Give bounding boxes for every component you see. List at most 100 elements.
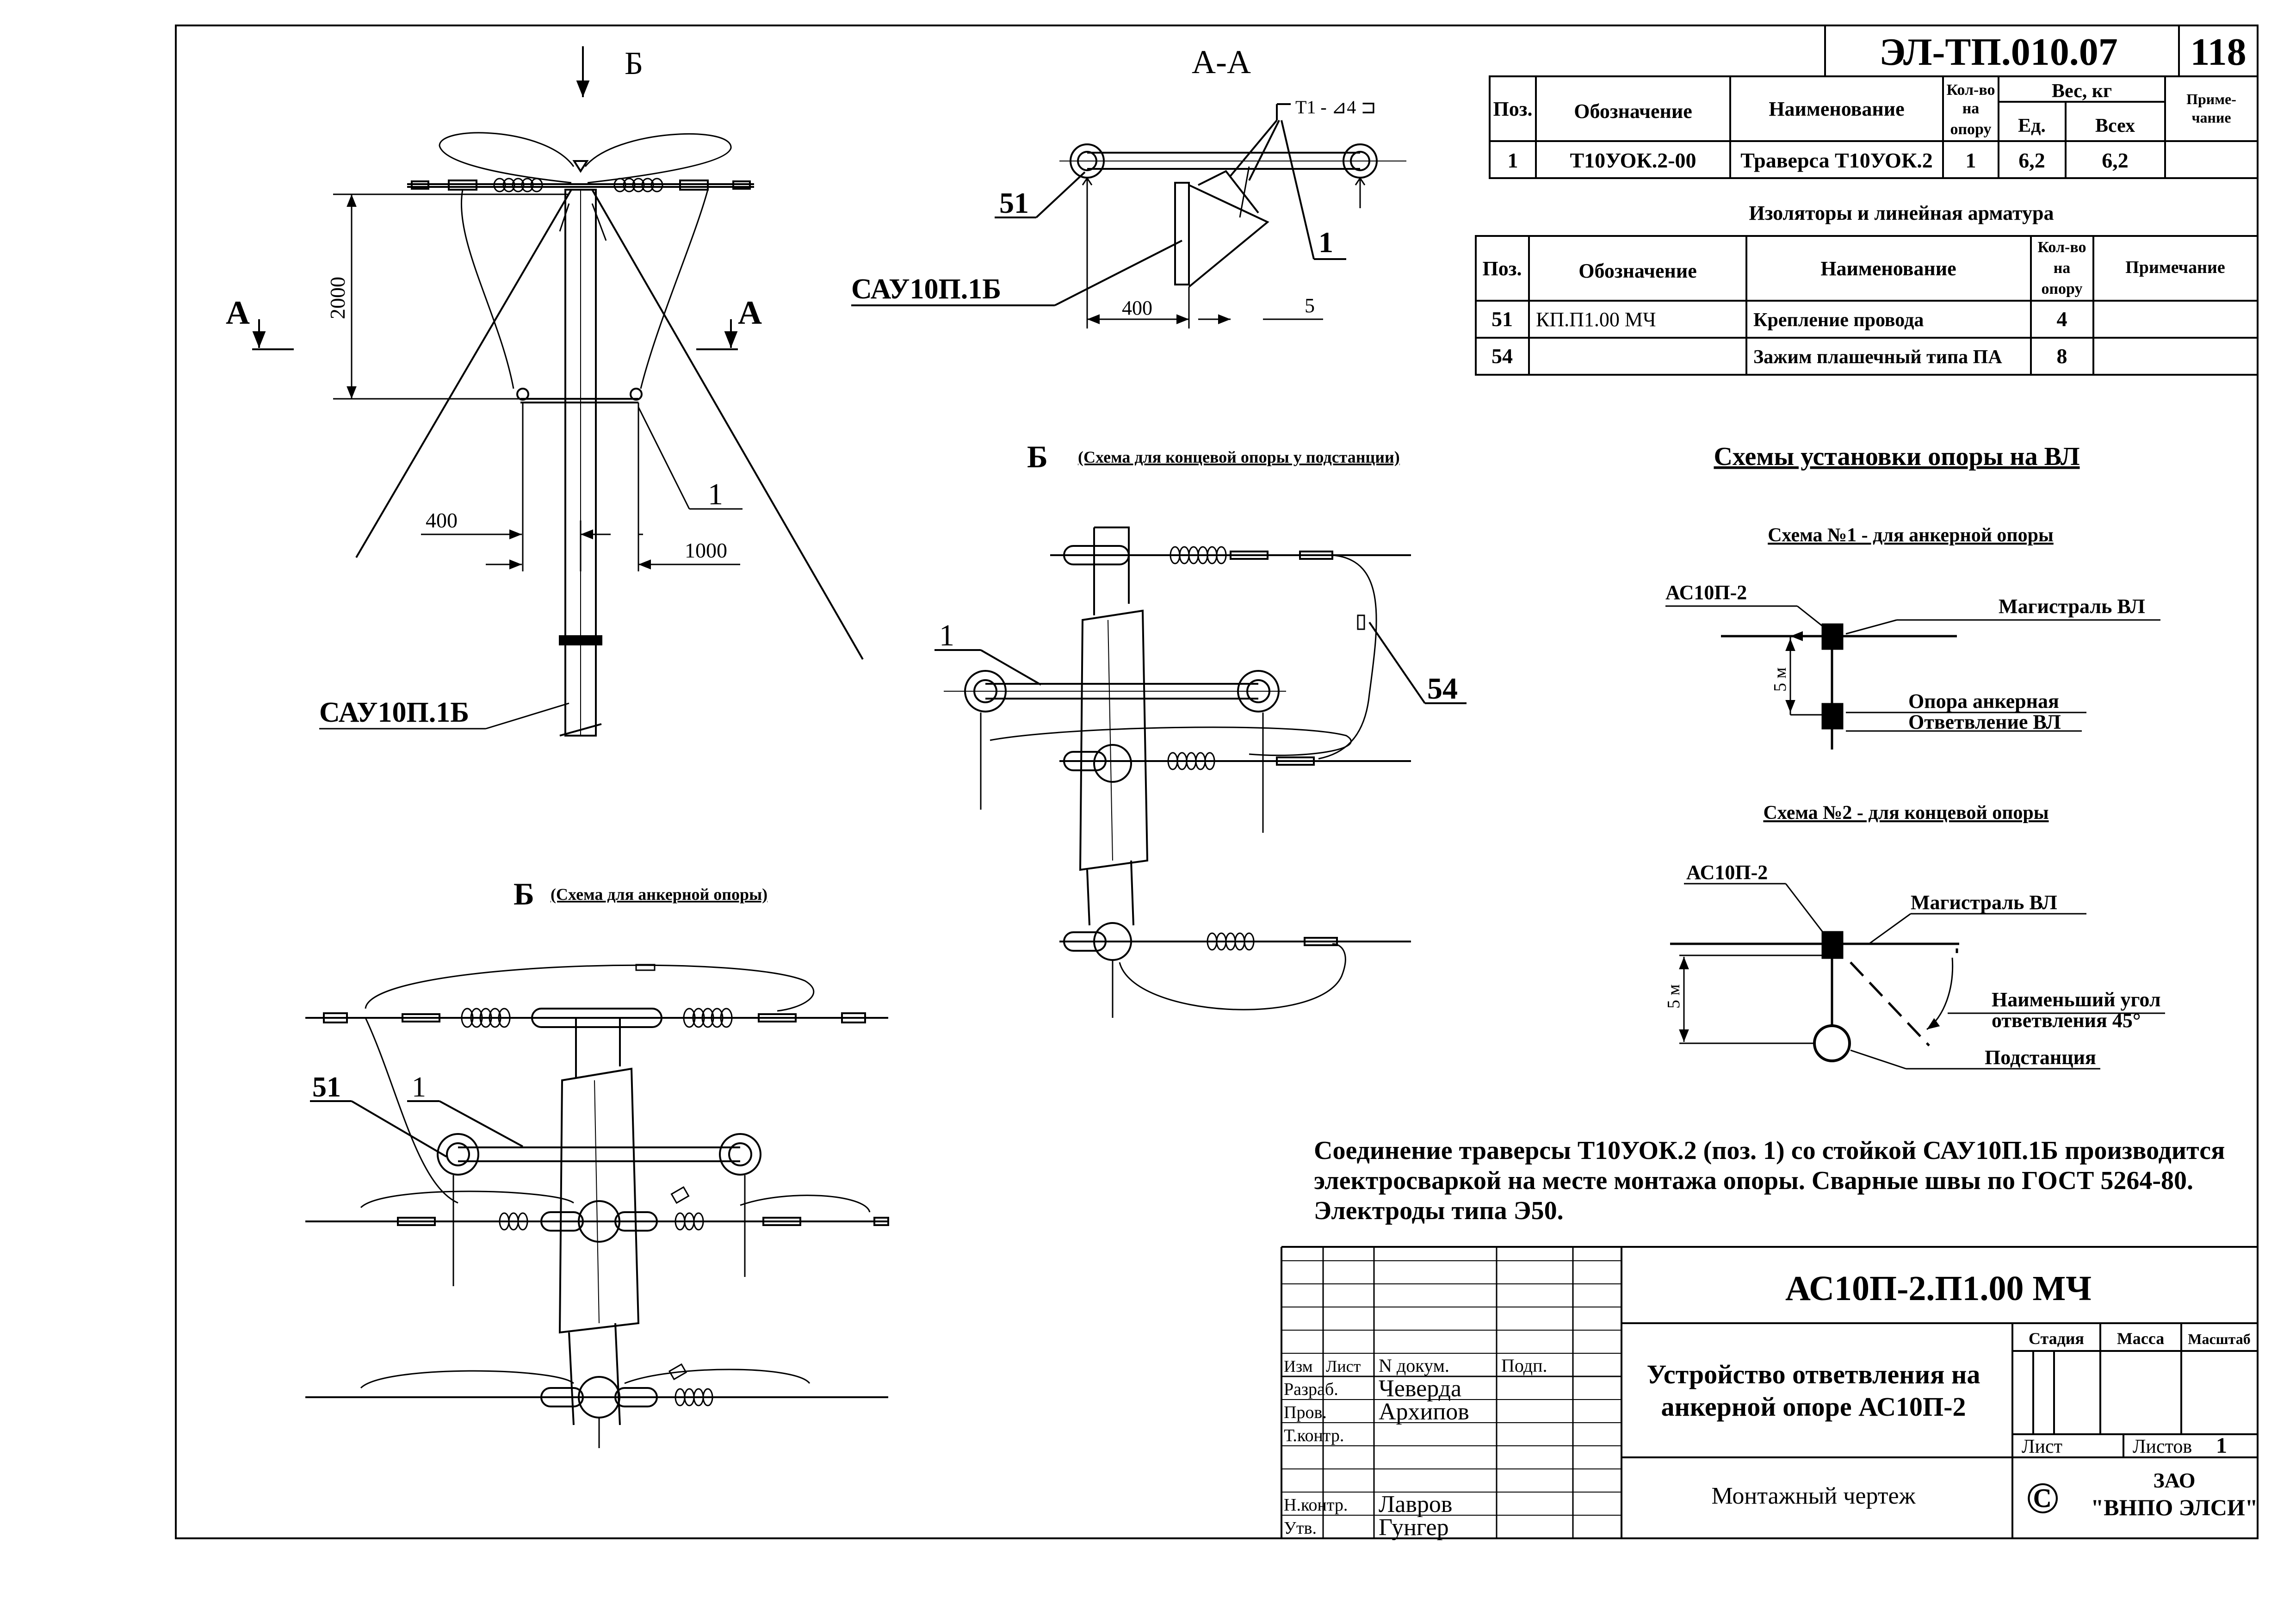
spec-header-name: Наименование — [1769, 98, 1904, 120]
ins-header-note: Примечание — [2125, 258, 2225, 277]
title-sheet-label: Лист — [2022, 1436, 2062, 1457]
note-line-1: Соединение траверсы Т10УОК.2 (поз. 1) со… — [1314, 1136, 2225, 1165]
view-b-end-pole — [934, 527, 1467, 1018]
title-block — [1281, 1246, 2258, 1538]
ins-header-qty-3: опору — [2041, 280, 2082, 297]
tb-name-prov: Архипов — [1379, 1399, 1469, 1425]
company-line-1: ЗАО — [2154, 1468, 2196, 1492]
tb-role-prov: Пров. — [1284, 1403, 1327, 1422]
main-section-a-left-label: А — [226, 294, 250, 331]
stamp-code: ЭЛ-ТП.010.07 — [1879, 31, 2118, 74]
section-aa-callout-1: 1 — [1318, 226, 1333, 259]
title-scale-label: Масштаб — [2188, 1331, 2251, 1347]
tb-role-utv: Утв. — [1284, 1518, 1317, 1538]
company-line-2: "ВНПО ЭЛСИ" — [2091, 1494, 2258, 1520]
scheme1-diagram — [1665, 605, 2160, 750]
ins-row-51-name: Крепление провода — [1753, 310, 1924, 331]
spec-header-qty-1: Кол-во — [1946, 81, 1995, 99]
main-section-a-right-label: А — [738, 294, 762, 331]
spec-header-weight: Вес, кг — [2052, 81, 2112, 102]
spec-table: Поз. Обозначение Наименование Кол-во на … — [1489, 75, 2259, 179]
scheme1-label-main: Магистраль ВЛ — [1999, 595, 2145, 618]
scheme2-label-angle-2: ответвления 45° — [1992, 1009, 2141, 1032]
stamp-sheet-number: 118 — [2190, 31, 2246, 74]
tb-role-tkontr: Т.контр. — [1284, 1426, 1344, 1445]
main-dim-400: 400 — [426, 508, 458, 532]
spec-row-qty: 1 — [1966, 149, 1976, 172]
title-sheets-label: Листов — [2133, 1436, 2192, 1457]
spec-header-note-1: Приме- — [2186, 91, 2236, 107]
ins-row-54-qty: 8 — [2057, 344, 2067, 368]
spec-row-name: Траверса Т10УОК.2 — [1740, 149, 1933, 172]
ins-row-54-name: Зажим плашечный типа ПА — [1753, 347, 2002, 368]
tb-name-razrab: Чеверда — [1379, 1375, 1461, 1402]
scheme1-label-branch: Ответвление ВЛ — [1908, 711, 2061, 733]
ins-row-51-qty: 4 — [2057, 307, 2067, 331]
section-aa-view — [851, 103, 1406, 328]
section-aa-dim-5: 5 — [1305, 294, 1315, 317]
assembly-note: Соединение траверсы Т10УОК.2 (поз. 1) со… — [1314, 1136, 2225, 1225]
spec-row-designation: Т10УОК.2-00 — [1570, 149, 1696, 172]
scheme2-label-angle-1: Наименьший угол — [1992, 988, 2161, 1011]
scheme1-title: Схема №1 - для анкерной опоры — [1768, 525, 2054, 546]
tb-col-podp: Подп. — [1501, 1355, 1547, 1376]
spec-header-weight-total: Всех — [2095, 115, 2135, 136]
main-pole-view — [252, 46, 864, 737]
tb-col-izm: Изм — [1284, 1357, 1313, 1375]
ins-header-qty-1: Кол-во — [2037, 239, 2086, 256]
section-aa-callout-51: 51 — [999, 186, 1029, 219]
tb-col-list: Лист — [1326, 1357, 1361, 1375]
substation-circle — [1813, 1024, 1851, 1062]
main-dim-1000: 1000 — [685, 539, 727, 562]
main-dim-2000: 2000 — [326, 277, 349, 319]
title-doc-type: Монтажный чертеж — [1711, 1483, 1916, 1509]
title-stage-label: Стадия — [2029, 1329, 2084, 1348]
spec-row-total-weight: 6,2 — [2102, 149, 2129, 172]
view-b-anchor-callout-51: 51 — [312, 1072, 341, 1103]
title-sheets-count: 1 — [2216, 1433, 2227, 1458]
tb-name-utv: Гунгер — [1379, 1514, 1449, 1541]
section-aa-title: А-А — [1192, 43, 1251, 81]
main-callout-1: 1 — [708, 477, 723, 511]
spec-header-qty-2: на — [1962, 100, 1980, 117]
view-b-end-letter: Б — [1027, 439, 1048, 474]
title-mass-label: Масса — [2117, 1329, 2164, 1348]
scheme2-label-pole: АС10П-2 — [1686, 861, 1768, 884]
sheet-frame — [175, 25, 2259, 1539]
tb-col-ndoc: N докум. — [1379, 1355, 1449, 1376]
view-b-anchor-letter: Б — [514, 876, 534, 911]
ins-row-51-pos: 51 — [1491, 307, 1513, 331]
section-aa-weld: T1 - ⊿4 ⊐ — [1295, 97, 1376, 118]
scheme1-label-anchor: Опора анкерная — [1908, 690, 2059, 712]
spec-header-pos: Поз. — [1493, 98, 1533, 120]
section-aa-dim-400: 400 — [1122, 297, 1152, 319]
tb-name-nkontr: Лавров — [1379, 1491, 1452, 1518]
scheme1-label-dist: 5 м — [1770, 667, 1790, 692]
scheme2-diagram — [1670, 883, 2165, 1070]
title-line-1: Устройство ответвления на — [1647, 1359, 1980, 1389]
tb-role-razrab: Разраб. — [1284, 1380, 1338, 1399]
scheme2-title: Схема №2 - для концевой опоры — [1763, 802, 2048, 824]
ins-header-qty-2: на — [2054, 260, 2071, 277]
view-b-end-callout-1: 1 — [939, 619, 954, 652]
section-aa-pole-label: САУ10П.1Б — [851, 273, 1001, 305]
spec-row-pos: 1 — [1508, 149, 1518, 172]
ins-header-name: Наименование — [1820, 257, 1956, 280]
copyright-icon: © — [2026, 1473, 2059, 1523]
scheme2-label-main: Магистраль ВЛ — [1911, 891, 2057, 914]
title-line-2: анкерной опоре АС10П-2 — [1661, 1392, 1966, 1422]
schemes-title: Схемы установки опоры на ВЛ — [1714, 442, 2079, 471]
ins-row-51-designation: КП.П1.00 МЧ — [1536, 308, 1656, 331]
title-doc-code: АС10П-2.П1.00 МЧ — [1785, 1269, 2092, 1308]
main-insulator-left — [493, 178, 543, 192]
ins-header-designation: Обозначение — [1578, 260, 1697, 282]
tb-role-nkontr: Н.контр. — [1284, 1495, 1348, 1515]
spec-header-designation: Обозначение — [1574, 100, 1692, 123]
view-b-anchor-caption: (Схема для анкерной опоры) — [551, 885, 767, 904]
spec-header-weight-unit: Ед. — [2018, 115, 2046, 136]
ins-header-pos: Поз. — [1483, 257, 1522, 280]
view-b-end-callout-54: 54 — [1427, 672, 1458, 706]
main-pole-label: САУ10П.1Б — [319, 697, 469, 728]
insulators-table: Изоляторы и линейная арматура Поз. Обозн… — [1475, 202, 2259, 376]
